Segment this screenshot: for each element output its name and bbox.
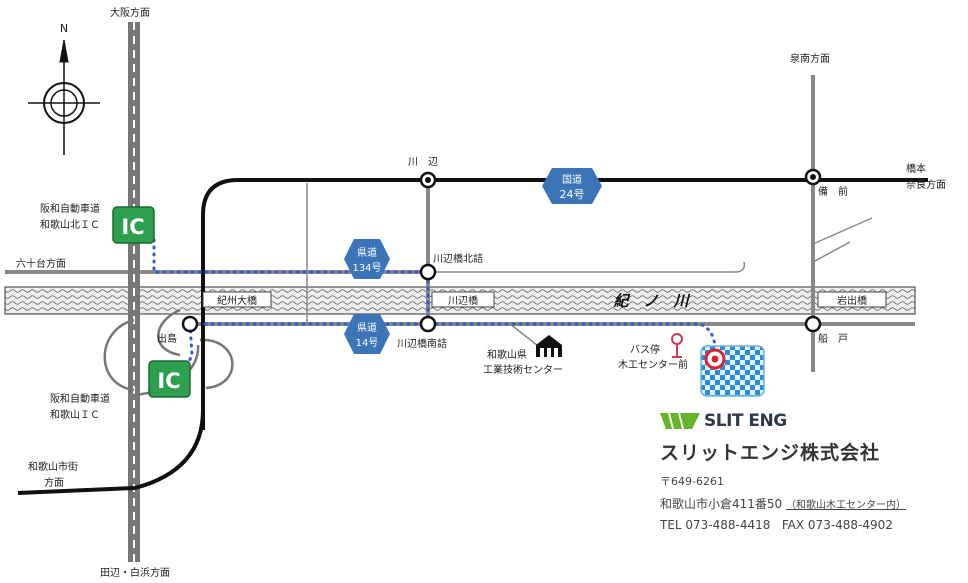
svg-text:国道: 国道: [562, 173, 582, 186]
company-info: SLIT ENG スリットエンジ株式会社 〒649-6261 和歌山市小倉411…: [660, 408, 960, 532]
svg-text:県道: 県道: [357, 246, 377, 259]
svg-text:24号: 24号: [560, 188, 585, 201]
label-kawanabe-north: 川辺橋北詰: [433, 252, 483, 265]
company-fax: FAX 073-488-4902: [781, 518, 893, 532]
ic-north-name-1: 阪和自動車道: [40, 202, 100, 215]
svg-text:岩出橋: 岩出橋: [837, 294, 867, 307]
label-kawanabe: 川 辺: [408, 156, 438, 168]
company-postal: 〒649-6261: [660, 475, 724, 488]
company-phone-line: TEL 073-488-4418 FAX 073-488-4902: [660, 518, 960, 532]
ic-south-name-1: 阪和自動車道: [50, 392, 110, 405]
label-wakayama-street-1: 和歌山市街: [28, 460, 78, 473]
label-center-1: 和歌山県: [487, 348, 527, 361]
label-hashimoto-2: 奈良方面: [906, 178, 946, 191]
bridge-labels: 紀州大橋 川辺橋 岩出橋: [202, 291, 887, 308]
svg-text:N: N: [60, 22, 68, 35]
svg-text:紀州大橋: 紀州大橋: [217, 294, 257, 307]
intersection-markers: [181, 168, 822, 333]
ic-badge-south: IC: [148, 360, 191, 398]
shield-route-134: 県道 134号: [344, 239, 390, 279]
label-kawanabe-south: 川辺橋南詰: [397, 337, 447, 350]
shield-route-24: 国道 24号: [542, 168, 602, 204]
svg-text:134号: 134号: [352, 262, 381, 274]
company-address-note: （和歌山木工センター内）: [786, 500, 907, 511]
svg-text:IC: IC: [121, 215, 144, 239]
svg-text:川辺橋: 川辺橋: [448, 294, 478, 307]
company-logo: SLIT ENG: [660, 408, 960, 434]
label-funato: 船 戸: [818, 332, 848, 345]
label-wakayama-street-2: 方面: [44, 476, 64, 489]
logo-wordmark: SLIT ENG: [704, 411, 787, 431]
company-name: スリットエンジ株式会社: [660, 442, 881, 464]
label-tanabe-direction: 田辺・白浜方面: [100, 566, 170, 579]
label-bizen: 備 前: [818, 185, 848, 198]
ic-south-name-2: 和歌山ＩＣ: [50, 408, 100, 421]
north-compass-icon: N: [28, 22, 100, 155]
svg-text:IC: IC: [157, 369, 180, 393]
label-hashimoto-1: 橋本: [906, 162, 926, 175]
company-address-line: 和歌山市小倉411番50 （和歌山木工センター内）: [660, 495, 960, 512]
destination-marker-icon: [704, 348, 726, 370]
company-address: 和歌山市小倉411番50: [660, 497, 783, 511]
label-sennan-direction: 泉南方面: [790, 52, 830, 65]
svg-text:県道: 県道: [357, 321, 377, 334]
company-tel: TEL 073-488-4418: [660, 518, 771, 532]
slit-logo-icon: [660, 413, 700, 429]
main-roads: [17, 178, 928, 495]
industrial-center-icon: [536, 335, 562, 357]
svg-text:14号: 14号: [356, 337, 379, 349]
label-center-2: 工業技術センター: [483, 363, 563, 376]
ic-north-name-2: 和歌山北ＩＣ: [40, 218, 100, 231]
label-bus-2: 木工センター前: [618, 358, 688, 371]
label-bus-1: バス停: [630, 343, 660, 356]
bus-stop-icon: [671, 333, 683, 358]
ic-badge-north: IC: [112, 206, 155, 244]
river-label: 紀 ノ 川: [613, 292, 690, 310]
label-mutoridai-direction: 六十台方面: [16, 257, 66, 270]
label-osaka-direction: 大阪方面: [110, 6, 150, 19]
label-ijima: 出島: [157, 332, 177, 345]
shield-route-14: 県道 14号: [344, 314, 390, 354]
